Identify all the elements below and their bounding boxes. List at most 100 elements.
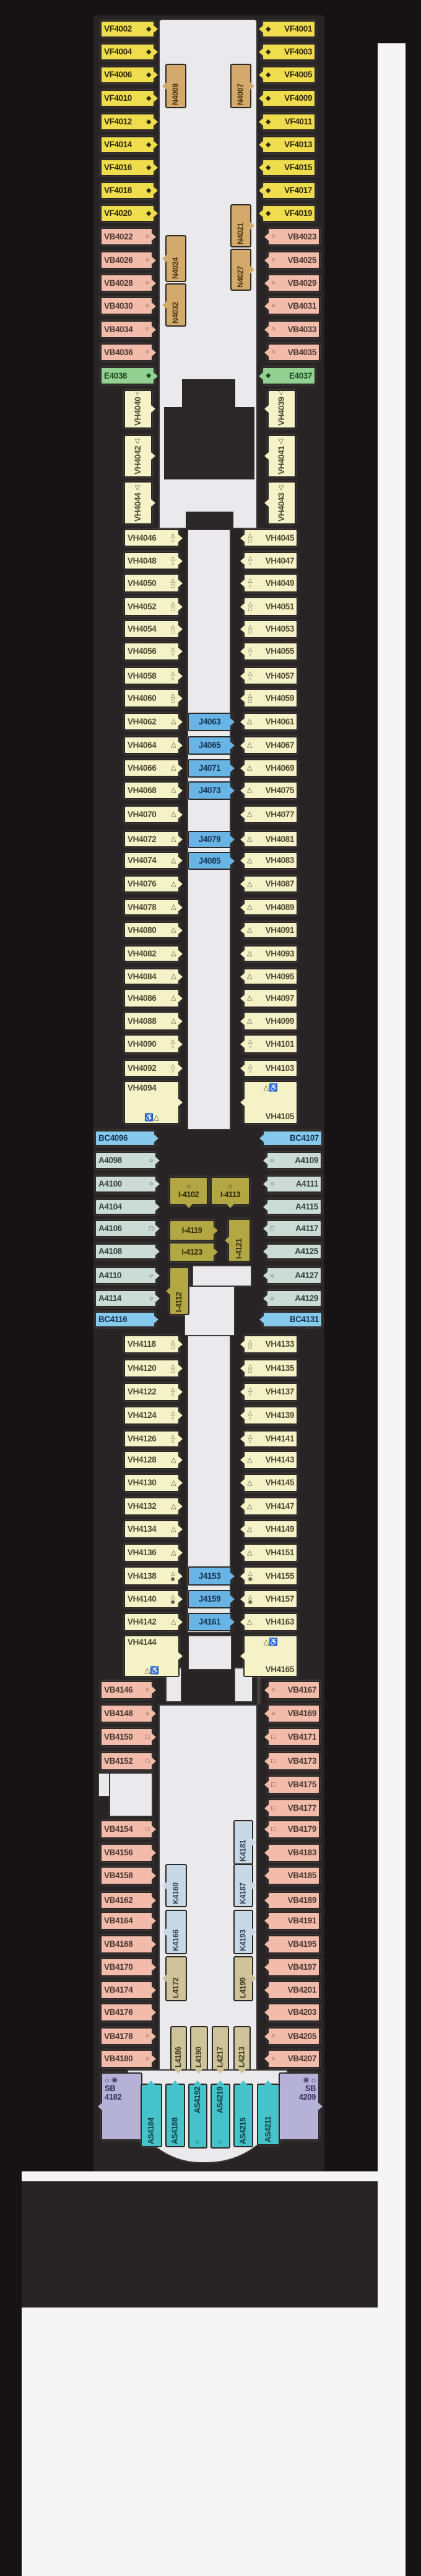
- cabin-vb4148: VB4148○: [100, 1704, 153, 1723]
- cabin-vf4018: VF4018◆: [100, 182, 155, 199]
- cabin-j4159: J4159: [188, 1590, 232, 1608]
- cabin-vh4140: VH4140△◉: [124, 1590, 180, 1608]
- cabin-i-4113: ○ I-4113: [210, 1177, 250, 1205]
- cabin-a4106: A4106□: [95, 1220, 157, 1237]
- cabin-vf4015: ◆VF4015: [262, 159, 316, 176]
- cabin-vh4128: VH4128△: [124, 1451, 180, 1469]
- cabin-l4213: L4213: [233, 2026, 251, 2071]
- cabin-vh4120: VH4120△□: [124, 1359, 180, 1378]
- cabin-a4108: A4108: [95, 1243, 157, 1260]
- cabin-vh4126: VH4126△○: [124, 1430, 180, 1448]
- cabin-vb4158: VB4158: [100, 1866, 153, 1885]
- cabin-l4186: L4186: [170, 2026, 187, 2071]
- cabin-vh4050: VH4050△□: [124, 573, 180, 593]
- cabin-vh4046: VH4046△○: [124, 529, 180, 547]
- page-gap: [22, 2171, 378, 2181]
- cabin-vh4143: △VH4143: [243, 1451, 298, 1469]
- cabin-i-4119: I-4119: [169, 1220, 215, 1241]
- deck-area: [192, 1265, 252, 1287]
- cabin-vf4009: ◆VF4009: [262, 90, 316, 107]
- cabin-vh4041: VH4041△: [267, 435, 296, 478]
- cabin-vh4061: △VH4061: [243, 713, 298, 731]
- cabin-as4211: AS4211: [257, 2084, 280, 2145]
- cabin-n4021: N4021: [230, 204, 251, 247]
- cabin-l4172: L4172: [165, 1956, 187, 2001]
- cabin-vb4189: VB4189: [267, 1892, 320, 1909]
- cabin-vh4092: VH4092△○: [124, 1060, 180, 1077]
- cabin-n4027: N4027: [230, 249, 251, 291]
- cabin-vb4036: VB4036○: [100, 343, 153, 361]
- cabin-j4065: J4065: [188, 736, 232, 755]
- cabin-vh4049: △○VH4049: [243, 573, 298, 593]
- cabin-vh4072: VH4072△: [124, 831, 180, 848]
- cabin-vh4124: VH4124△○: [124, 1406, 180, 1425]
- cabin-vb4170: VB4170: [100, 1958, 153, 1977]
- cabin-vh4039: VH4039△: [267, 389, 296, 429]
- cabin-vb4164: VB4164: [100, 1912, 153, 1930]
- cabin-vb4025: ○VB4025: [267, 251, 320, 269]
- cabin-vb4156: VB4156: [100, 1844, 153, 1862]
- cabin-l4190: L4190: [190, 2026, 208, 2071]
- cabin-e4037: ◆E4037: [262, 367, 316, 385]
- cabin-vh4099: △VH4099: [243, 1011, 298, 1031]
- cabin-vf4016: VF4016◆: [100, 159, 155, 176]
- cabin-vh4062: VH4062△: [124, 713, 180, 731]
- cabin-vh4076: VH4076△: [124, 875, 180, 893]
- cabin-i-4123: I-4123: [169, 1242, 215, 1262]
- cabin-vh4044: VH4044△: [124, 481, 152, 525]
- cabin-vb4033: ○VB4033: [267, 320, 320, 338]
- cabin-vh4097: △VH4097: [243, 989, 298, 1008]
- cabin-vh4042: VH4042△: [124, 435, 152, 478]
- stair-core-block: [164, 407, 254, 479]
- cabin-vh4040: VH4040△: [124, 389, 152, 429]
- cabin-vb4026: VB4026○: [100, 251, 153, 269]
- stair-core-block: [186, 512, 233, 530]
- cabin-vh4045: △□VH4045: [243, 529, 298, 547]
- cabin-vf4003: ◆VF4003: [262, 43, 316, 61]
- cabin-j4071: J4071: [188, 759, 232, 778]
- cabin-vh4052: VH4052△□: [124, 597, 180, 616]
- cabin-a4129: ○A4129: [266, 1290, 322, 1307]
- cabin-vh4095: △VH4095: [243, 968, 298, 985]
- cabin-vb4031: ○VB4031: [267, 297, 320, 315]
- cabin-k4193: K4193: [233, 1910, 253, 1954]
- page-margin-right: [378, 43, 406, 2576]
- cabin-vh4066: VH4066△: [124, 759, 180, 777]
- cabin-i-4112: I-4112: [169, 1267, 189, 1315]
- cabin-vh4075: △VH4075: [243, 781, 298, 799]
- cabin-a4098: A4098○: [95, 1152, 157, 1169]
- cabin-j4079: J4079: [188, 831, 232, 848]
- cabin-vh4078: VH4078△: [124, 899, 180, 916]
- cabin-vb4162: VB4162: [100, 1892, 153, 1909]
- cabin-j4063: J4063: [188, 713, 232, 731]
- corridor: [187, 529, 231, 1130]
- cabin-vb4195: VB4195: [267, 1935, 320, 1954]
- cabin-vb4183: VB4183: [267, 1844, 320, 1862]
- cabin-vb4207: ○VB4207: [267, 2050, 320, 2068]
- cabin-vh4057: △○VH4057: [243, 667, 298, 685]
- cabin-vh4091: △VH4091: [243, 922, 298, 938]
- cabin-vh4137: △○VH4137: [243, 1383, 298, 1401]
- cabin-vb4191: VB4191: [267, 1912, 320, 1930]
- cabin-k4181: K4181: [233, 1820, 253, 1865]
- cabin-vh4105: △♿VH4105: [243, 1081, 298, 1124]
- cabin-vb4177: □VB4177: [267, 1799, 320, 1818]
- cabin-vb4030: VB4030○: [100, 297, 153, 315]
- cabin-vh4101: △○VH4101: [243, 1034, 298, 1054]
- cabin-a4104: A4104: [95, 1199, 157, 1215]
- cabin-vh4059: △□VH4059: [243, 689, 298, 708]
- bulkhead: [257, 1667, 261, 1704]
- cabin-a4100: A4100○: [95, 1175, 157, 1193]
- cabin-vh4093: △VH4093: [243, 945, 298, 962]
- cabin-vh4135: △□VH4135: [243, 1359, 298, 1378]
- page-margin-bottom: [22, 2308, 406, 2576]
- cabin-vf4020: VF4020◆: [100, 205, 155, 222]
- cabin-vh4086: VH4086△: [124, 989, 180, 1008]
- cabin-i-4102: ○ I-4102: [169, 1177, 208, 1205]
- cabin-vb4203: VB4203: [267, 2003, 320, 2022]
- cabin-vh4141: △○VH4141: [243, 1430, 298, 1448]
- cabin-vb4154: VB4154□: [100, 1820, 153, 1839]
- cabin-vh4103: △○VH4103: [243, 1060, 298, 1077]
- cabin-as4192: ○AS4192: [188, 2084, 207, 2149]
- cabin-vb4173: □VB4173: [267, 1752, 320, 1771]
